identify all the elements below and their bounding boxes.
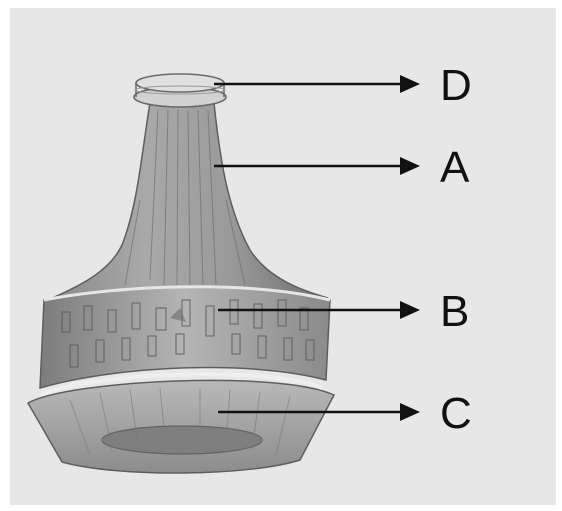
arrow-a	[214, 157, 420, 175]
label-c: C	[440, 392, 472, 436]
part-c-base	[28, 374, 334, 473]
part-d-rim	[134, 74, 226, 107]
part-a-neck	[48, 103, 328, 300]
label-a: A	[440, 146, 469, 190]
label-d: D	[440, 64, 472, 108]
label-b: B	[440, 290, 469, 334]
arrow-d	[214, 75, 420, 93]
